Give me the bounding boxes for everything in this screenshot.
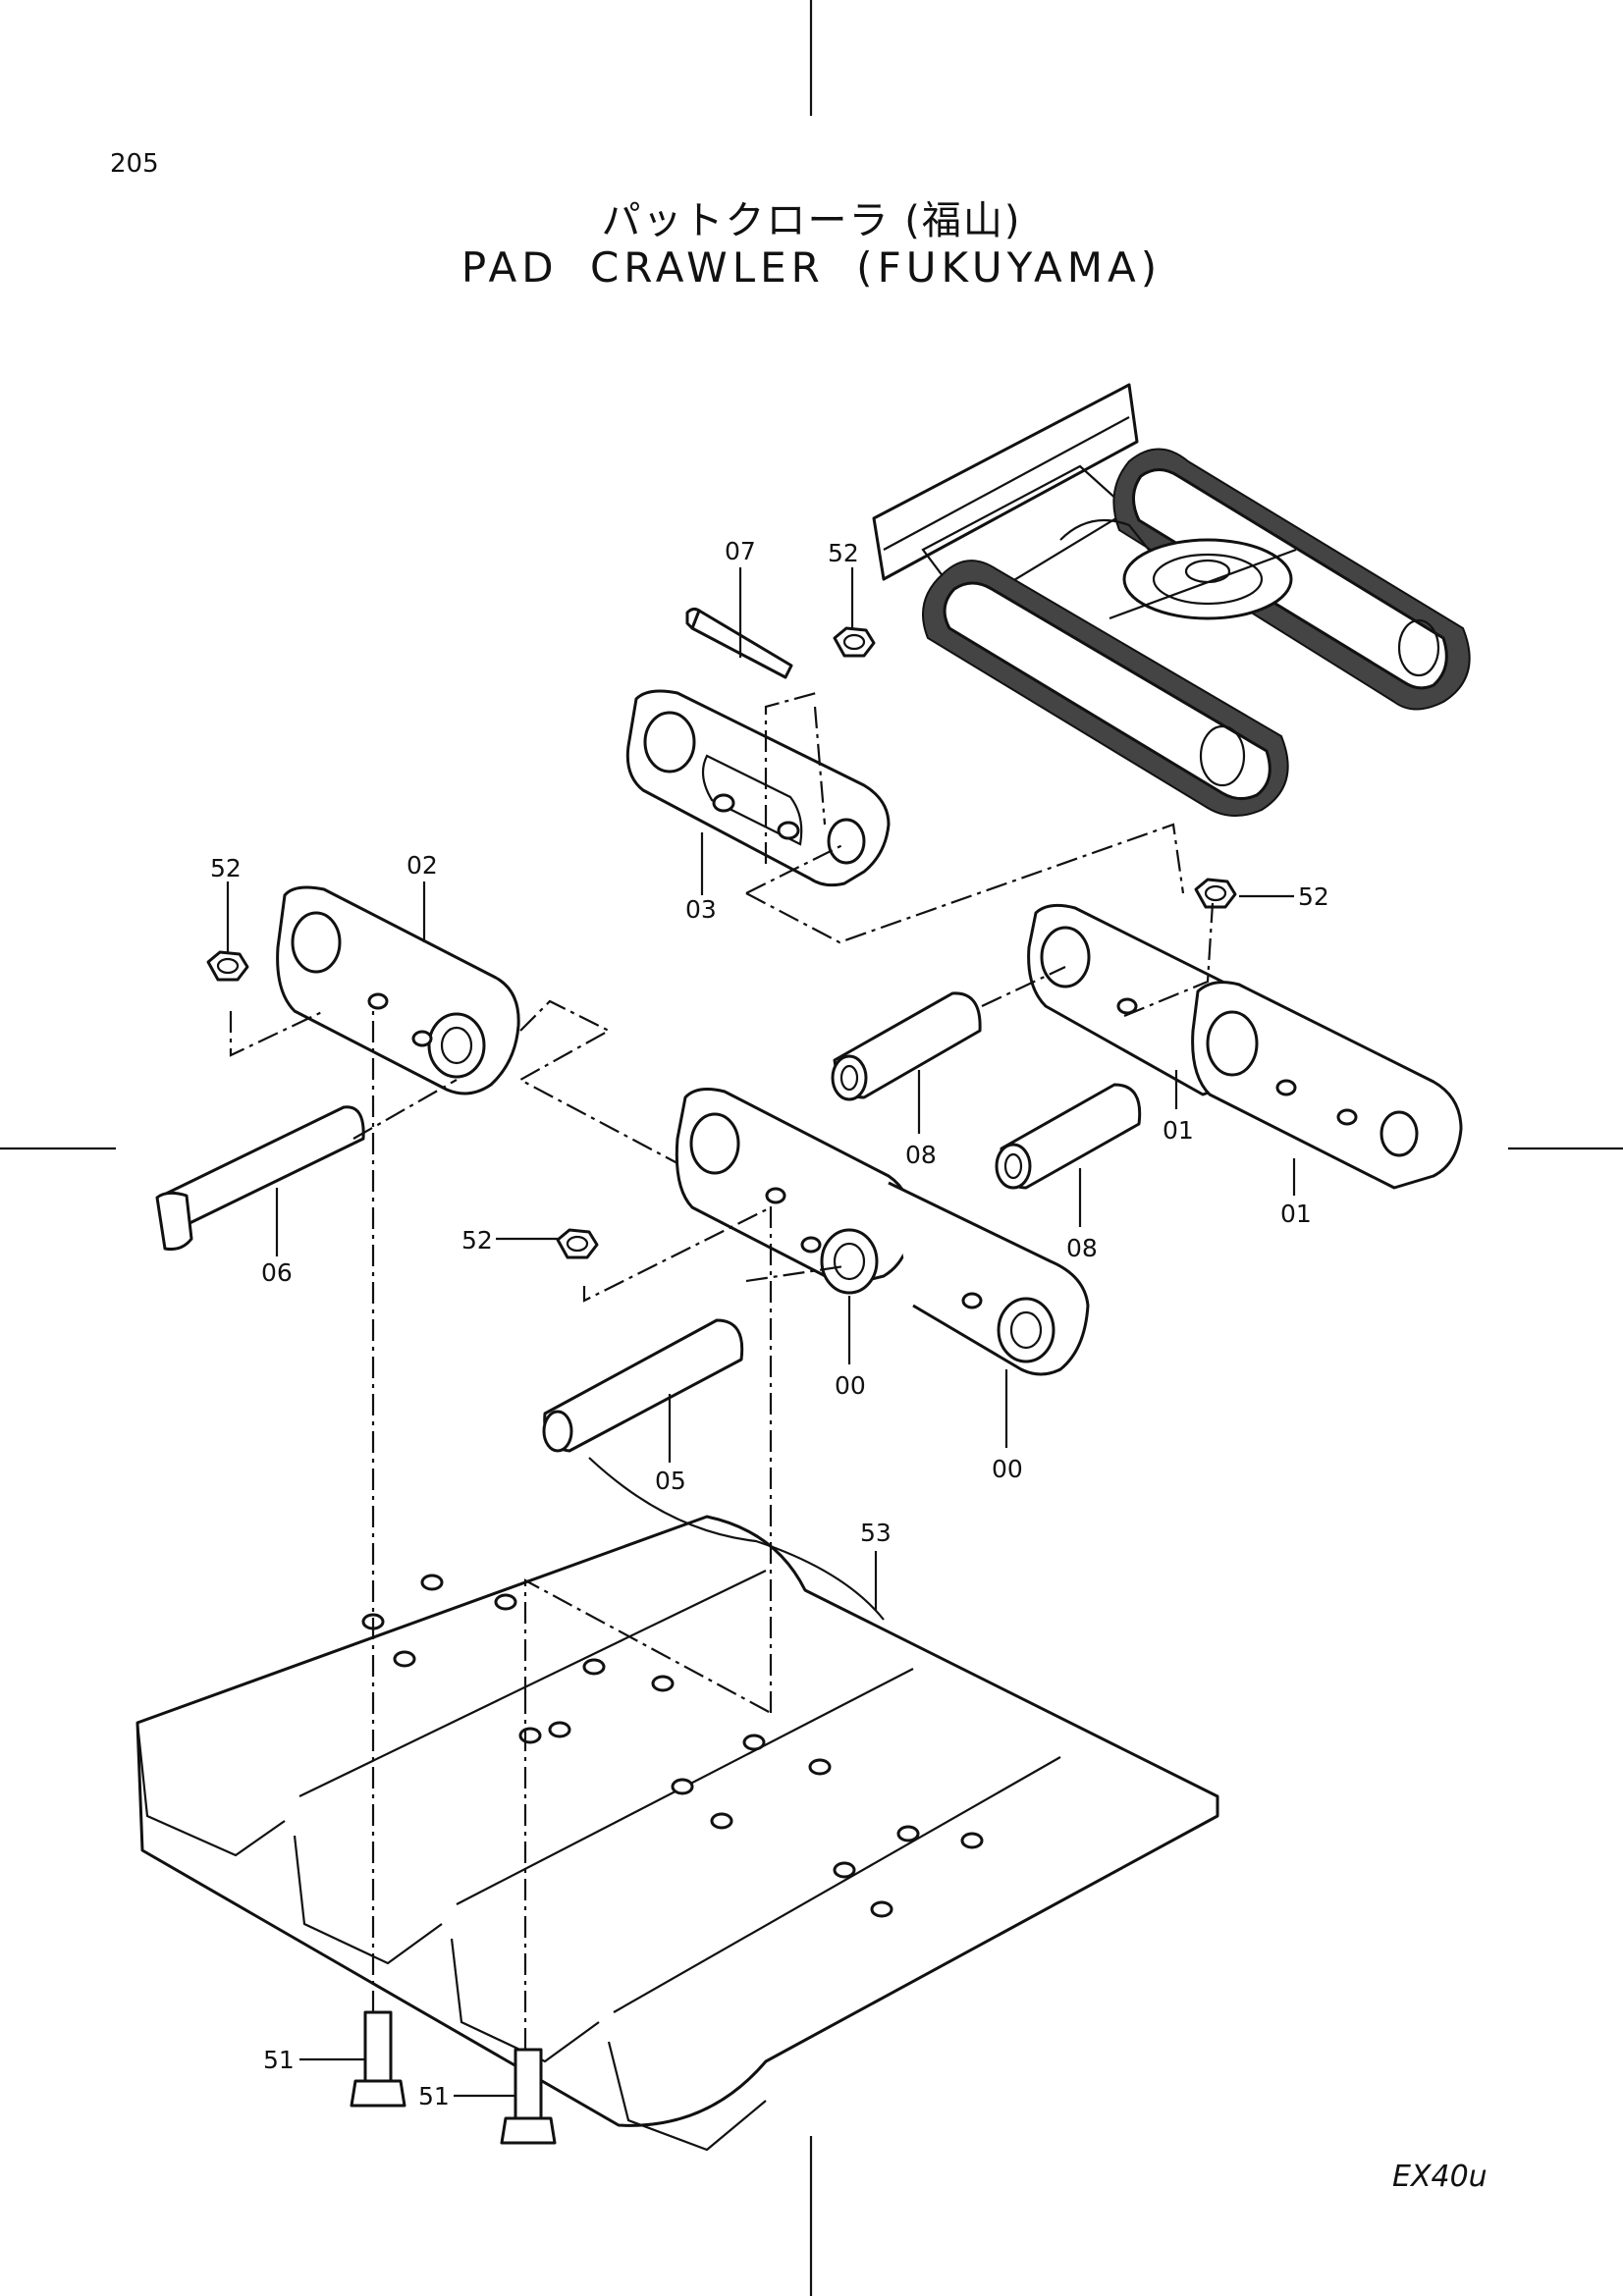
leader-lines [226,567,1296,2098]
callout-08-upper: 08 [905,1141,937,1169]
link-01-pair [1027,903,1463,1190]
callout-53: 53 [860,1519,892,1547]
nut-52-centre [556,1228,599,1259]
shoe-bolt-hole [896,1825,920,1842]
callout-05: 05 [655,1467,686,1495]
title-japanese: パットクローラ (福山) [601,198,1022,243]
callout-52-top: 52 [828,539,859,567]
link-00-pair [675,1088,1090,1376]
shoe-bolt-hole [548,1721,571,1738]
shoe-bolt-hole [742,1734,766,1751]
callout-06: 06 [261,1258,293,1287]
shoe-bolt-hole [960,1832,984,1849]
shoe-bolt-hole [671,1778,694,1795]
callout-07: 07 [725,537,756,565]
callout-51-left: 51 [263,2046,295,2074]
shoe-bolt-hole [393,1650,416,1668]
callout-08-lower: 08 [1066,1234,1098,1262]
shoe-bolt-hole [582,1658,606,1676]
model-code: EX40u [1392,2160,1488,2194]
callout-00-left: 00 [835,1371,866,1400]
callout-labels: 07 52 52 02 03 52 08 08 01 01 06 52 00 0… [210,537,1329,2110]
callout-01-lower: 01 [1280,1200,1312,1228]
nut-52-right [1194,878,1237,909]
nut-52-left [206,950,249,982]
pin-06 [155,1105,365,1251]
shoe-bolt-hole [870,1900,893,1918]
nut-52-top [833,626,876,658]
callout-01-upper: 01 [1163,1116,1194,1145]
callout-02: 02 [406,851,438,880]
shoe-bolt-hole [494,1593,517,1611]
bushing-08-upper [831,991,982,1101]
bolt-51-left [350,2010,406,2108]
title-english: PAD CRAWLER (FUKUYAMA) [460,243,1163,292]
callout-52-right: 52 [1298,882,1329,911]
callout-03: 03 [685,895,717,924]
assembly-lines [229,690,1215,2050]
shoe-bolt-hole [420,1574,444,1591]
bushing-08-lower [995,1083,1142,1190]
callout-51-right: 51 [418,2082,450,2110]
shoe-bolt-hole [833,1861,856,1879]
bolt-51-right [500,2048,557,2145]
page-number: 205 [110,149,159,179]
track-shoe-53 [135,1457,1219,2152]
pin-07 [685,607,793,679]
pin-05 [542,1318,744,1453]
link-02 [276,885,520,1095]
shoe-bolt-hole [710,1812,733,1830]
link-03 [625,689,891,887]
shoe-bolt-hole [518,1727,542,1744]
callout-00-right: 00 [992,1455,1023,1483]
shoe-bolt-hole [651,1675,675,1692]
shoe-bolt-hole [808,1758,832,1776]
undercarriage-overview [872,383,1471,817]
callout-52-left: 52 [210,854,242,882]
callout-52-centre: 52 [461,1226,493,1255]
